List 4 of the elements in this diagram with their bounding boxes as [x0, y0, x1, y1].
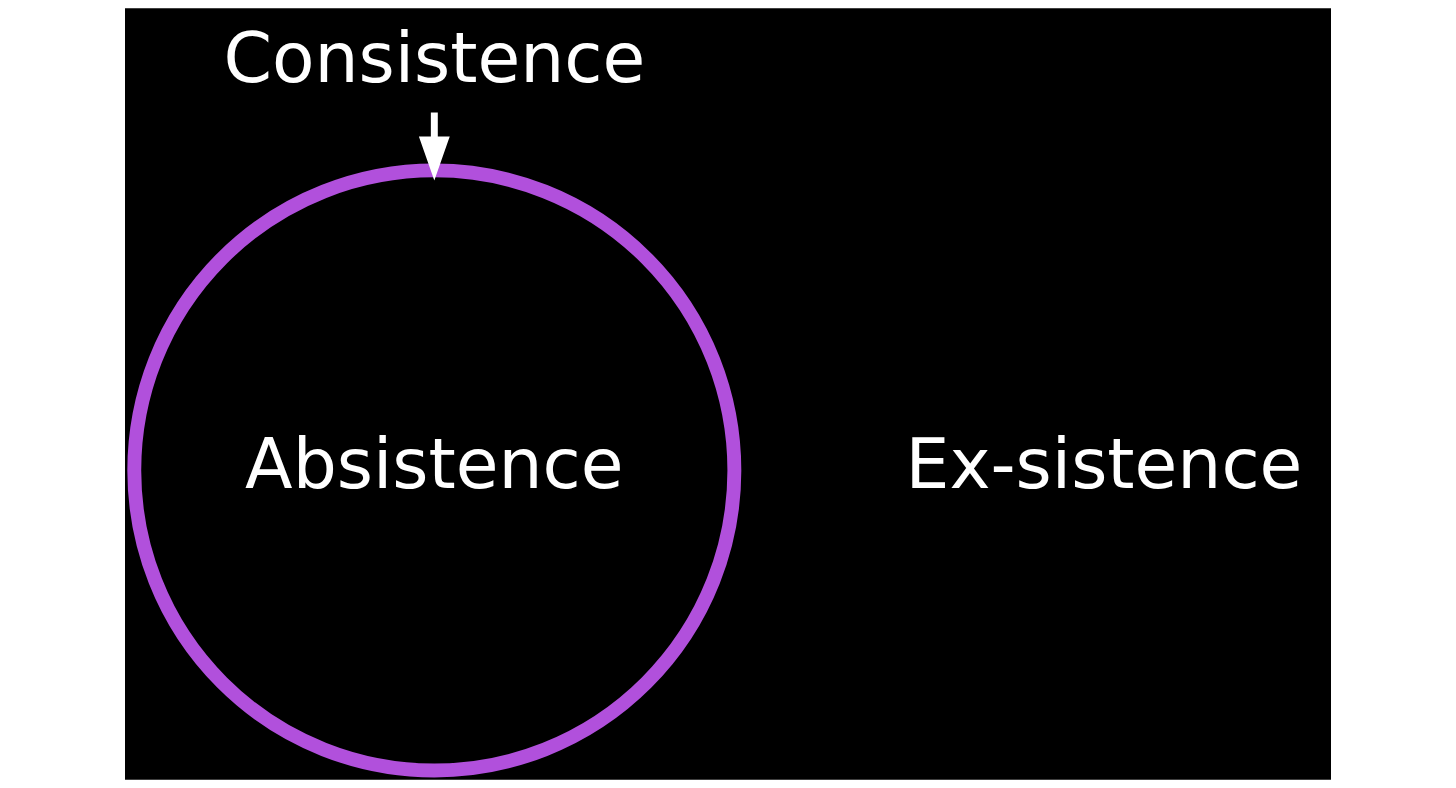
arrow: [418, 112, 450, 181]
node-text: Consistence: [223, 17, 646, 99]
label: Ex-sistence: [905, 422, 1303, 504]
node-circle: Absistence: [127, 163, 742, 778]
